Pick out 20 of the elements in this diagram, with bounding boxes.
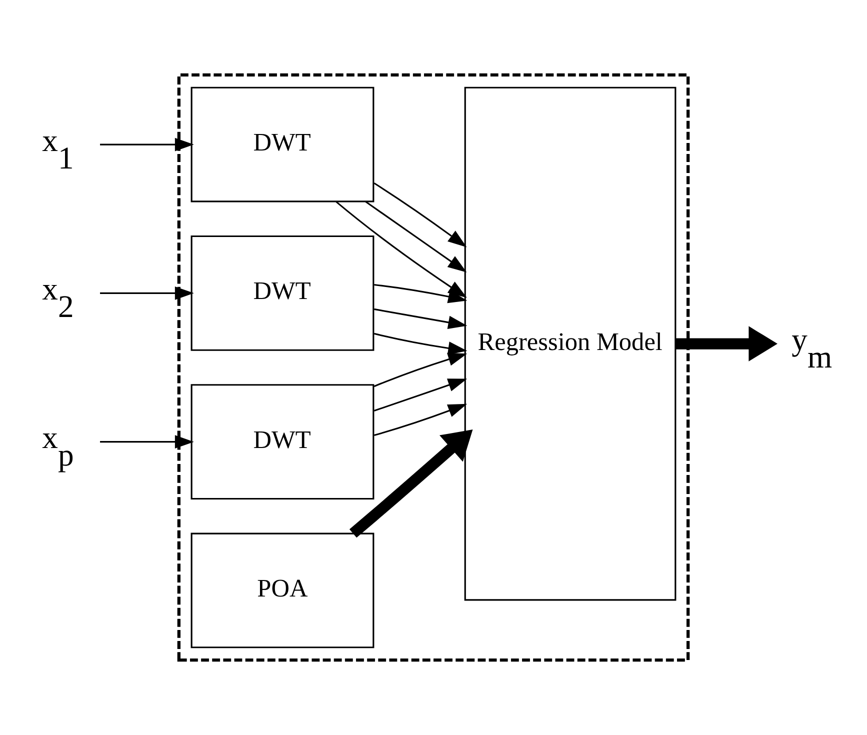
- node-box: Regression Model: [464, 86, 676, 601]
- arrow: [100, 286, 194, 300]
- node-box: POA: [190, 532, 374, 648]
- arrow: [100, 435, 194, 448]
- node-box: DWT: [190, 235, 374, 351]
- arrow: [374, 332, 468, 355]
- arrow: [336, 201, 467, 298]
- arrow: [676, 326, 778, 362]
- arrow: [374, 352, 468, 388]
- arrow: [349, 429, 473, 538]
- arrow: [374, 182, 467, 248]
- arrow: [100, 138, 194, 152]
- arrow: [365, 201, 467, 272]
- cluster: [177, 73, 690, 662]
- arrow: [374, 284, 468, 304]
- arrow: [374, 378, 468, 412]
- arrow: [374, 404, 468, 436]
- arrow: [374, 308, 468, 329]
- node-box: DWT: [190, 384, 374, 500]
- node-box: DWT: [190, 86, 374, 202]
